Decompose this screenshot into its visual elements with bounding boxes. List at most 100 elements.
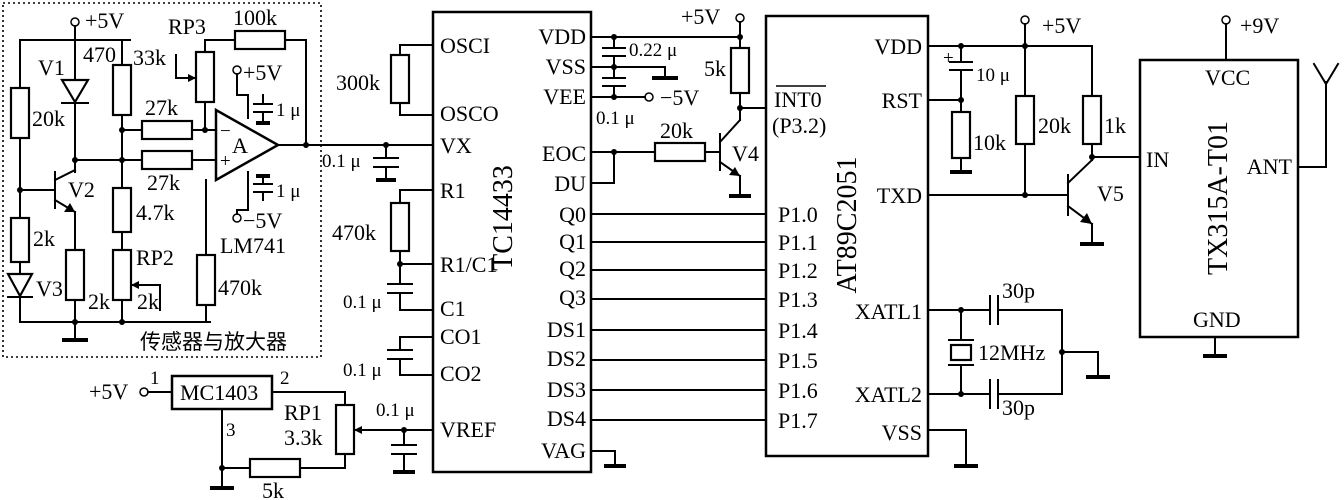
ref-pin1: 1 — [150, 368, 160, 389]
mcu-pin-vss: VSS — [882, 420, 922, 445]
adc-pin-c1: C1 — [440, 296, 466, 321]
mcu-pin-int0: INT0 — [774, 87, 822, 112]
r-4-7k-label: 4.7k — [136, 200, 175, 225]
sensor-amp-boundary — [2, 2, 322, 358]
mcu-pin-xatl2: XATL2 — [855, 382, 922, 407]
v1-label: V1 — [38, 55, 65, 80]
adc-pin-osci: OSCI — [440, 33, 490, 58]
adc-pin-q3: Q3 — [559, 285, 586, 310]
adc-pin-q1: Q1 — [559, 229, 586, 254]
c-0-22u-label: 0.22 μ — [629, 40, 677, 61]
p9v-label: +9V — [1240, 13, 1279, 38]
mcu-pin-rst: RST — [882, 88, 923, 113]
rp1-label: RP1 — [284, 400, 322, 425]
r-470-label: 470 — [83, 42, 116, 67]
adc-pin-ds2: DS2 — [547, 346, 586, 371]
antenna-icon — [1312, 62, 1340, 86]
sensor-amp-label: 传感器与放大器 — [140, 330, 287, 354]
c-10u-label: 10 μ — [976, 65, 1010, 86]
opamp-name: LM741 — [220, 233, 286, 258]
rp2-value: 2k — [137, 289, 159, 314]
r-470 — [111, 63, 133, 117]
r-20k-left — [9, 86, 31, 140]
ref-pin3: 3 — [226, 420, 236, 441]
adc-pin-eoc: EOC — [542, 141, 586, 166]
tx-pin-ant: ANT — [1247, 154, 1293, 179]
r-10k-label: 10k — [973, 130, 1006, 155]
r-20k-eoc-label: 20k — [660, 118, 693, 143]
r-100k — [233, 29, 287, 51]
r-300k — [389, 53, 411, 105]
v3-diode — [6, 272, 34, 299]
mcu-pin-txd: TXD — [877, 183, 922, 208]
opamp-lm741 — [214, 107, 281, 183]
r-4-7k — [111, 186, 133, 234]
c-0-1u-c1-label: 0.1 μ — [343, 292, 382, 313]
crystal-label: 12MHz — [978, 340, 1045, 365]
p5v-label-top: +5V — [681, 4, 720, 29]
opamp-p5v-label: +5V — [243, 60, 282, 85]
adc-pin-co2: CO2 — [440, 361, 482, 386]
r-1k — [1081, 94, 1103, 146]
c-0-1u-ref-label: 0.1 μ — [376, 400, 415, 421]
p5v-terminal-left — [70, 17, 80, 27]
mcu-pin-p17: P1.7 — [778, 408, 818, 433]
r-2k-a-label: 2k — [33, 226, 55, 251]
r-27k-a — [140, 119, 194, 141]
adc-pin-vx: VX — [440, 133, 472, 158]
p5v-label-left: +5V — [85, 8, 124, 33]
v4-label: V4 — [732, 141, 759, 166]
mcu-pin-p13: P1.3 — [778, 287, 818, 312]
adc-pin-r1: R1 — [440, 178, 466, 203]
adc-pin-vss: VSS — [546, 54, 586, 79]
adc-pin-ds3: DS3 — [547, 377, 586, 402]
c-30p-a-label: 30p — [1002, 278, 1035, 303]
opamp-m5v-label: −5V — [243, 208, 282, 233]
vee-m5v-label: −5V — [660, 85, 699, 110]
r-20k-v5 — [1014, 94, 1036, 146]
r-20k-v5-label: 20k — [1038, 113, 1071, 138]
r-27k-a-label: 27k — [145, 95, 178, 120]
ref-pin2: 2 — [280, 368, 290, 389]
opamp-plus: + — [220, 151, 231, 172]
r-5k-int — [729, 46, 751, 95]
v1-diode — [60, 78, 90, 105]
r-27k-b — [140, 149, 194, 171]
rp1-pot — [334, 403, 356, 456]
adc-pin-ds4: DS4 — [547, 406, 586, 431]
mcu-pin-vdd: VDD — [874, 34, 922, 59]
adc-pin-vref: VREF — [440, 417, 496, 442]
rp3-pot — [194, 50, 216, 104]
r-470k-b-label: 470k — [332, 220, 376, 245]
opamp-symbol: A — [232, 133, 248, 158]
tx-pin-vcc: VCC — [1205, 65, 1250, 90]
v2-label: V2 — [68, 177, 95, 202]
r-20k-left-label: 20k — [32, 106, 65, 131]
crystal-12mhz — [949, 343, 973, 362]
c-1u-a-label: 1 μ — [276, 100, 300, 121]
r-2k-b-label: 2k — [88, 289, 110, 314]
rp3-label: RP3 — [168, 14, 206, 39]
mcu-pin-p32: (P3.2) — [772, 113, 826, 138]
adc-pin-ds1: DS1 — [547, 317, 586, 342]
p5v-label-right: +5V — [1042, 13, 1081, 38]
adc-tc14433 — [431, 10, 593, 474]
tx-module — [1138, 58, 1300, 339]
r-470k-a-label: 470k — [218, 275, 262, 300]
rp1-value: 3.3k — [284, 425, 323, 450]
adc-name: TC14433 — [488, 165, 519, 271]
adc-pin-co1: CO1 — [440, 324, 482, 349]
r-470k-b — [389, 201, 411, 253]
rp2-label: RP2 — [136, 245, 174, 270]
r-470k-a — [195, 253, 217, 307]
rp2-pot — [111, 248, 133, 302]
r-5k-int-label: 5k — [704, 56, 726, 81]
mcu-pin-xatl1: XATL1 — [855, 299, 922, 324]
mcu-pin-p16: P1.6 — [778, 378, 818, 403]
opamp-minus: − — [220, 121, 231, 142]
adc-pin-vdd: VDD — [538, 24, 586, 49]
adc-pin-du: DU — [554, 171, 586, 196]
mcu-pin-p11: P1.1 — [778, 230, 818, 255]
mcu-pin-p10: P1.0 — [778, 202, 818, 227]
